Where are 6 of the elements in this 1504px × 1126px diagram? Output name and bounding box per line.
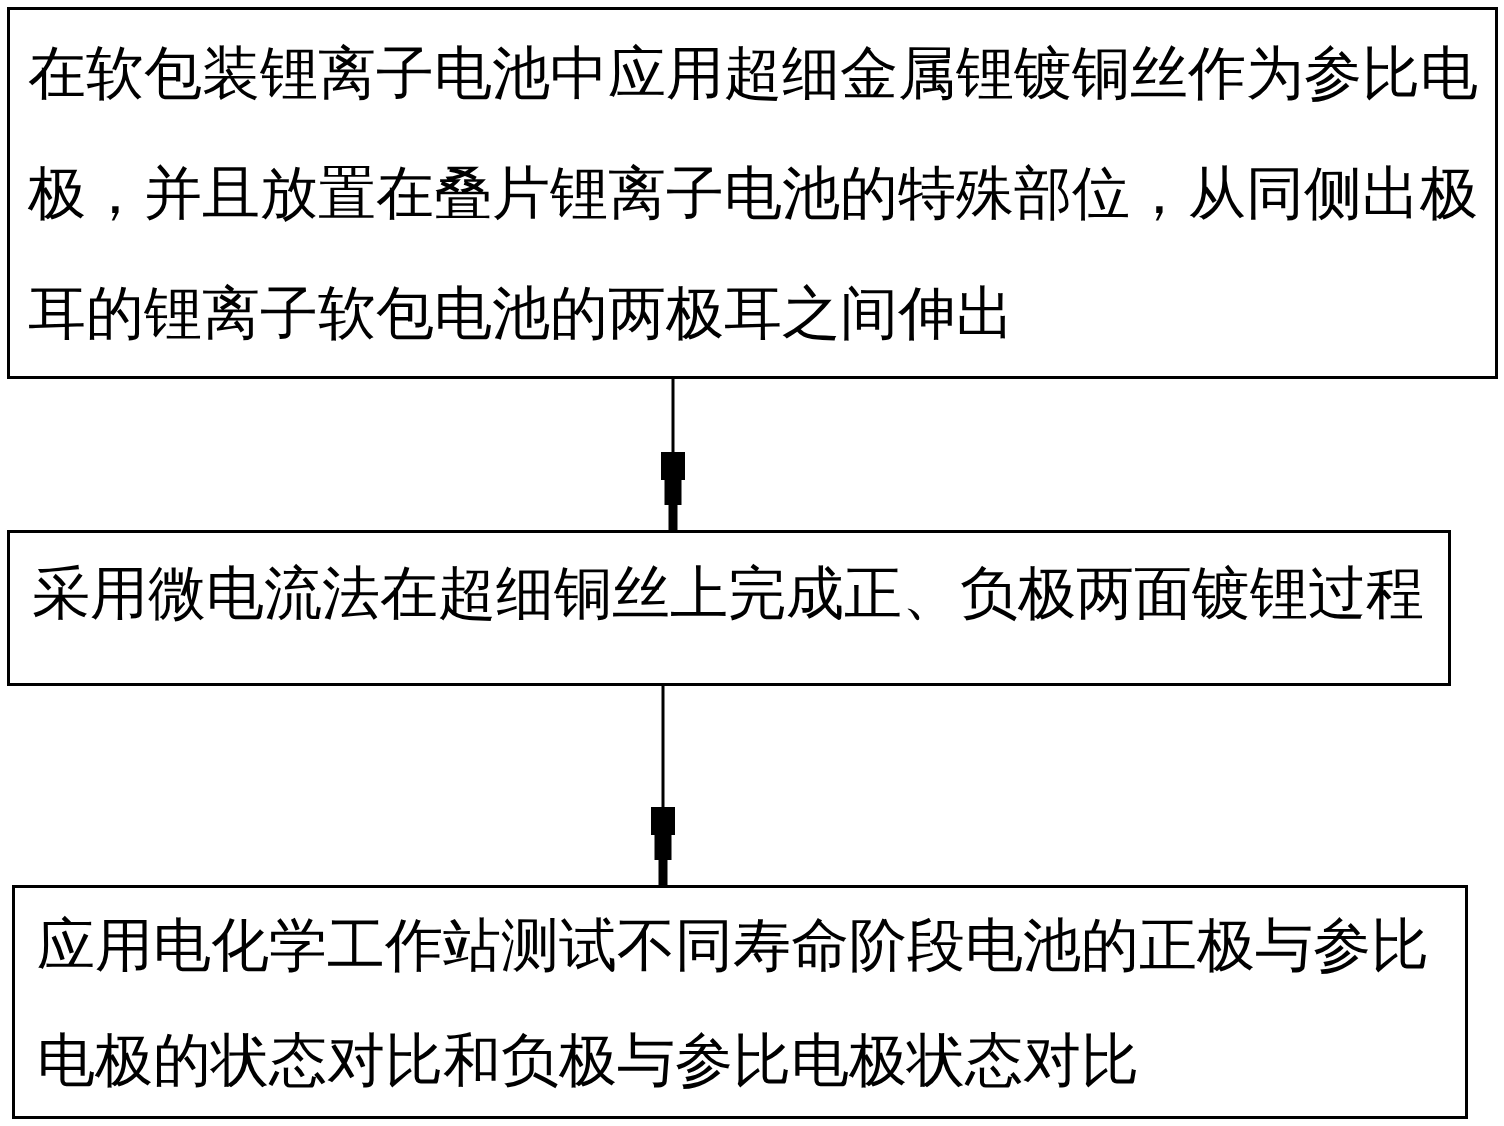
step-text: 在软包装锂离子电池中应用超细金属锂镀铜丝作为参比电极，并且放置在叠片锂离子电池的特殊部位，从同侧出极耳的锂离子软包电池的两极耳之间伸出 <box>28 38 1479 349</box>
step-text: 应用电化学工作站测试不同寿命阶段电池的正极与参比电极的状态对比和负极与参比电极状态对比 <box>37 910 1430 1096</box>
process-box <box>7 530 1451 686</box>
step-text: 采用微电流法在超细铜丝上完成正、负极两面镀锂过程 <box>32 558 1425 629</box>
process-box <box>12 885 1468 1119</box>
process-box <box>7 7 1498 379</box>
